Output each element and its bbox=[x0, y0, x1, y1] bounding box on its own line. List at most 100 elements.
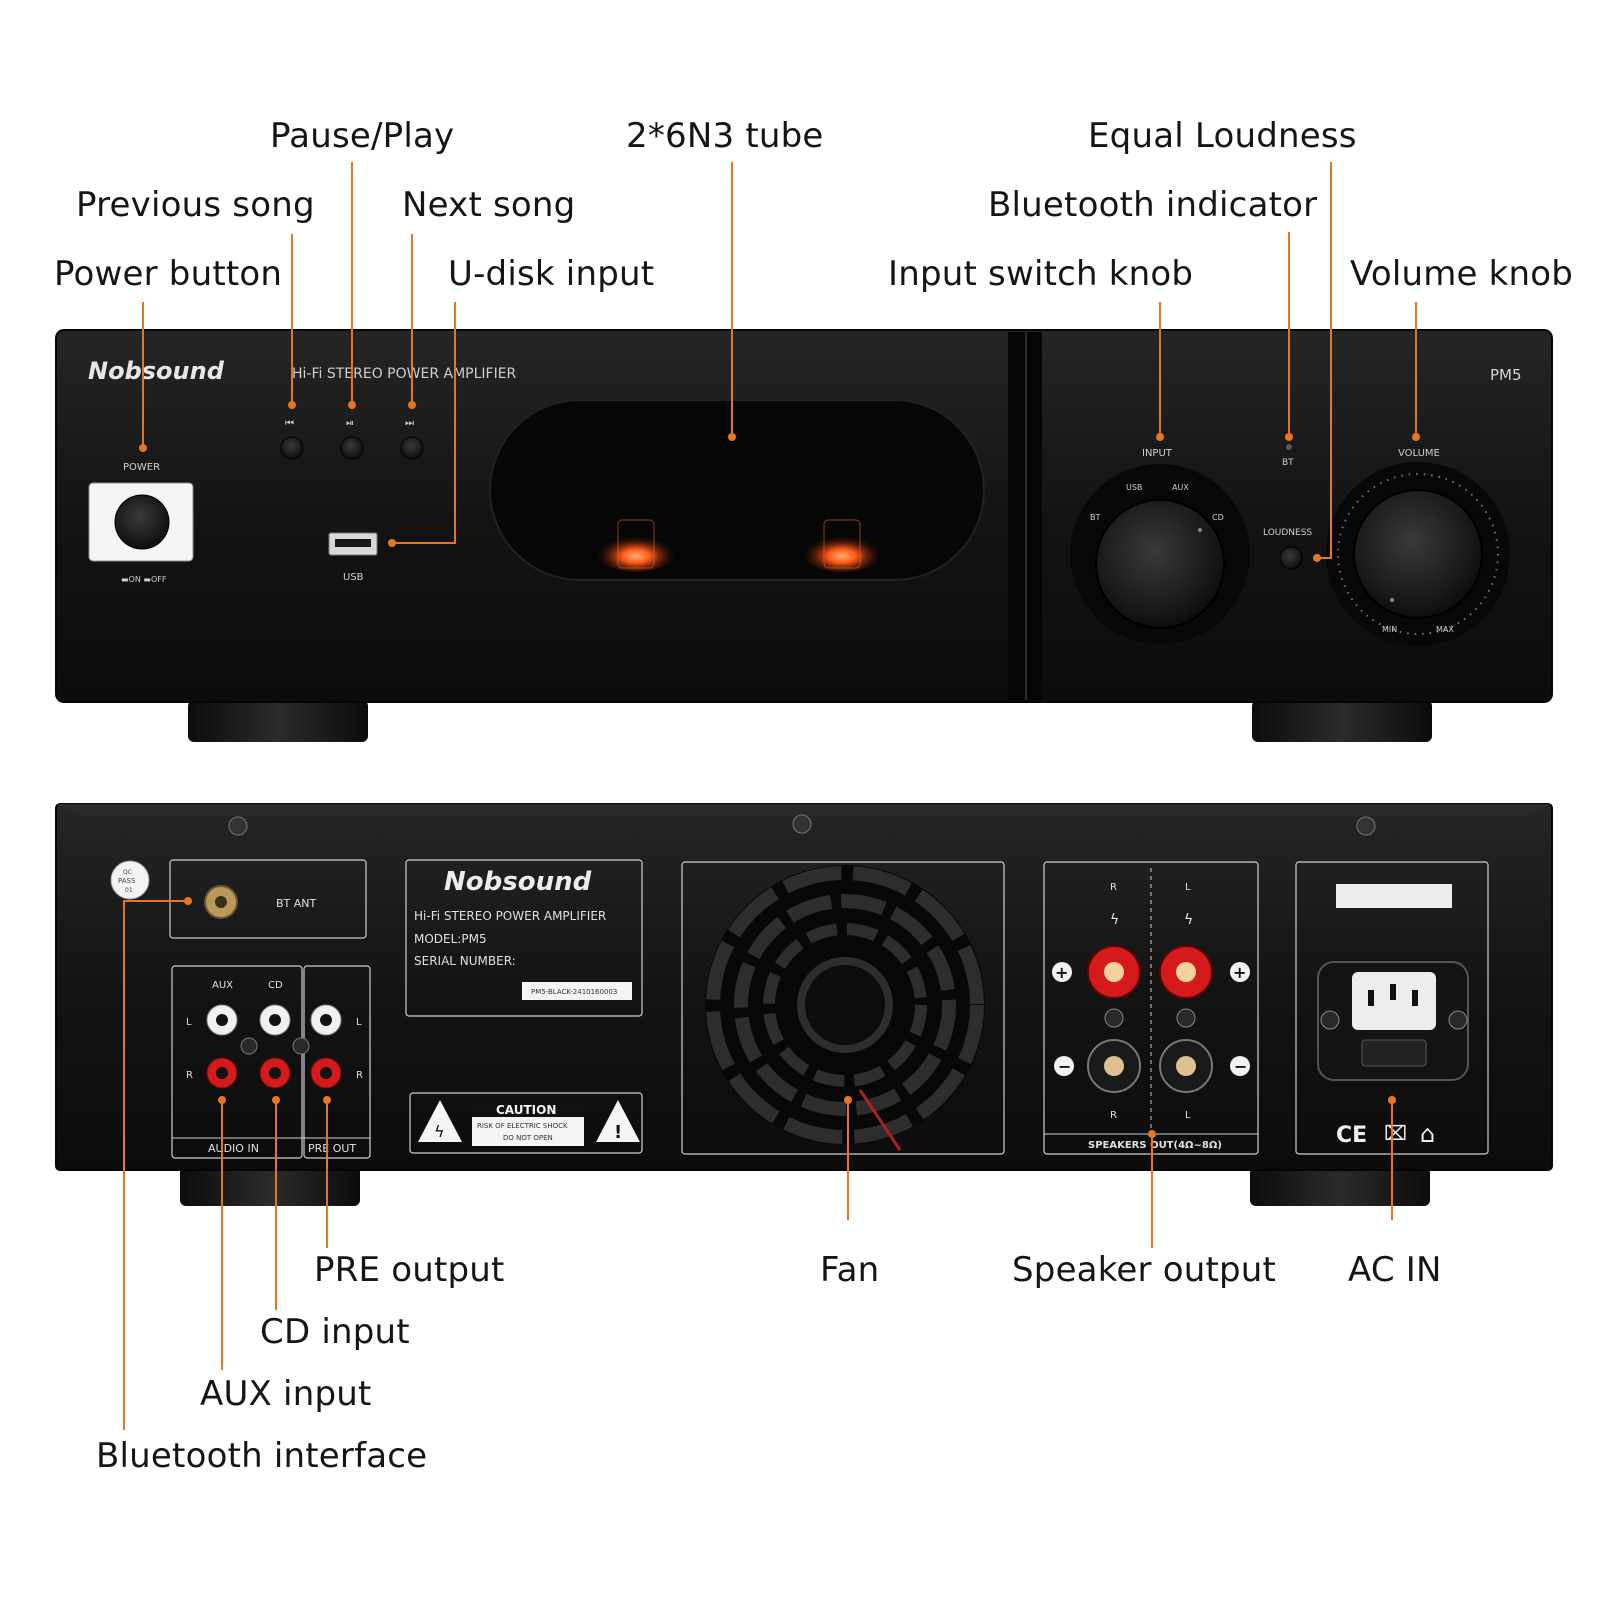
rear-screw-left bbox=[228, 816, 248, 836]
play-pause-icon: ⏯ bbox=[346, 418, 354, 429]
power-label: POWER bbox=[123, 462, 160, 473]
pause-play-button[interactable] bbox=[340, 436, 364, 460]
speakers-out-label: SPEAKERS OUT(4Ω~8Ω) bbox=[1088, 1140, 1222, 1151]
leader-u-disk bbox=[392, 302, 456, 544]
speaker-r-bottom-label: R bbox=[1110, 1110, 1117, 1121]
callout-input-switch-knob: Input switch knob bbox=[888, 254, 1194, 294]
bt-ant-label: BT ANT bbox=[276, 897, 317, 910]
iec-power-socket[interactable] bbox=[1352, 972, 1436, 1030]
pre-out-label: PRE OUT bbox=[308, 1142, 356, 1155]
callout-bluetooth-interface: Bluetooth interface bbox=[96, 1436, 428, 1476]
svg-text:−: − bbox=[1234, 1057, 1247, 1076]
volume-max-label: MAX bbox=[1436, 625, 1454, 634]
voltage-sticker bbox=[1336, 884, 1452, 908]
callout-aux-input: AUX input bbox=[200, 1374, 372, 1414]
loudness-button[interactable] bbox=[1279, 546, 1303, 570]
leader-loudness bbox=[1317, 162, 1332, 559]
exclamation-warning-icon bbox=[596, 1100, 640, 1142]
usb-label: USB bbox=[343, 572, 364, 583]
volume-scale bbox=[1337, 473, 1499, 635]
minus-icon-left bbox=[1054, 1056, 1074, 1076]
power-button[interactable] bbox=[114, 494, 170, 550]
caution-line-2: DO NOT OPEN bbox=[503, 1134, 553, 1142]
caution-title: CAUTION bbox=[496, 1103, 556, 1117]
rear-screw-right bbox=[1356, 816, 1376, 836]
input-pos-bt: BT bbox=[1090, 513, 1100, 522]
fan-box bbox=[681, 861, 1005, 1155]
qc-text-1: QC bbox=[123, 869, 132, 876]
svg-text:−: − bbox=[1058, 1057, 1071, 1076]
leader-bt-interface bbox=[123, 900, 188, 1430]
cd-label: CD bbox=[268, 980, 283, 991]
volume-knob[interactable] bbox=[1353, 489, 1483, 619]
svg-text:!: ! bbox=[614, 1122, 622, 1143]
rca-right-label: R bbox=[186, 1070, 193, 1081]
leader-lines bbox=[123, 162, 1420, 1430]
front-foot-left bbox=[188, 700, 368, 742]
callout-tube: 2*6N3 tube bbox=[626, 116, 824, 156]
ce-mark: CE bbox=[1336, 1123, 1367, 1148]
svg-text:ϟ: ϟ bbox=[1110, 912, 1119, 928]
nameplate bbox=[405, 859, 643, 1017]
callout-bluetooth-indicator: Bluetooth indicator bbox=[988, 185, 1318, 225]
plus-icon-right bbox=[1230, 962, 1250, 982]
callout-fan: Fan bbox=[820, 1250, 880, 1290]
rear-foot-right bbox=[1250, 1162, 1430, 1206]
aux-label: AUX bbox=[212, 980, 233, 991]
caution-box bbox=[409, 1092, 643, 1154]
bt-indicator-led bbox=[1286, 444, 1292, 450]
volume-label: VOLUME bbox=[1398, 448, 1440, 459]
input-pos-cd: CD bbox=[1212, 513, 1224, 522]
rear-foot-left bbox=[180, 1162, 360, 1206]
indoor-use-icon: ⌂ bbox=[1420, 1120, 1435, 1148]
weee-icon: ⌧ bbox=[1384, 1121, 1407, 1145]
callout-equal-loudness: Equal Loudness bbox=[1088, 116, 1357, 156]
callout-cd-input: CD input bbox=[260, 1312, 410, 1352]
nameplate-brand: Nobsound bbox=[444, 867, 592, 897]
speaker-r-top-label: R bbox=[1110, 882, 1117, 893]
speaker-l-top-label: L bbox=[1185, 882, 1191, 893]
previous-song-button[interactable] bbox=[280, 436, 304, 460]
qc-pass-sticker bbox=[110, 860, 150, 900]
audio-in-box bbox=[171, 965, 303, 1159]
minus-icon-right bbox=[1230, 1056, 1250, 1076]
tube-glow-left bbox=[596, 532, 676, 572]
callout-volume-knob: Volume knob bbox=[1350, 254, 1574, 294]
audio-in-label: AUDIO IN bbox=[208, 1142, 259, 1155]
rear-unit: QC PASS 01 BT ANT AUX CD L R L R AUDIO I… bbox=[55, 803, 1553, 1206]
qc-text-2: PASS bbox=[118, 877, 136, 885]
input-pos-usb: USB bbox=[1126, 483, 1142, 492]
callout-next-song: Next song bbox=[402, 185, 576, 225]
next-song-button[interactable] bbox=[400, 436, 424, 460]
nameplate-title: Hi-Fi STEREO POWER AMPLIFIER bbox=[414, 909, 606, 923]
callout-pause-play: Pause/Play bbox=[270, 116, 455, 156]
callout-power-button: Power button bbox=[54, 254, 283, 294]
svg-text:+: + bbox=[1233, 963, 1246, 982]
input-label: INPUT bbox=[1142, 448, 1173, 459]
tube-glow-right bbox=[802, 532, 882, 572]
pre-right-label: R bbox=[356, 1070, 363, 1081]
callout-u-disk-input: U-disk input bbox=[448, 254, 655, 294]
callout-pre-output: PRE output bbox=[314, 1250, 505, 1290]
pre-out-box bbox=[303, 965, 371, 1159]
volume-min-label: MIN bbox=[1382, 625, 1397, 634]
serial-sticker bbox=[522, 982, 632, 1000]
svg-text:ϟ: ϟ bbox=[1184, 912, 1193, 928]
loudness-label: LOUDNESS bbox=[1263, 528, 1312, 538]
svg-text:+: + bbox=[1055, 963, 1068, 982]
model-label: PM5 bbox=[1490, 366, 1522, 384]
front-foot-right bbox=[1252, 700, 1432, 742]
callout-speaker-output: Speaker output bbox=[1012, 1250, 1277, 1290]
plus-icon-left bbox=[1052, 962, 1072, 982]
rear-screw-mid bbox=[792, 814, 812, 834]
caution-line-1: RISK OF ELECTRIC SHOCK bbox=[477, 1122, 568, 1130]
front-brand-logo: Nobsound bbox=[88, 357, 225, 385]
input-switch-knob[interactable] bbox=[1095, 499, 1225, 629]
nameplate-model: MODEL:PM5 bbox=[414, 932, 487, 946]
callout-previous-song: Previous song bbox=[76, 185, 315, 225]
input-pos-aux: AUX bbox=[1172, 483, 1189, 492]
bt-indicator-label: BT bbox=[1282, 458, 1294, 468]
shock-warning-icon bbox=[418, 1100, 462, 1142]
next-icon: ⏭ bbox=[405, 418, 414, 429]
